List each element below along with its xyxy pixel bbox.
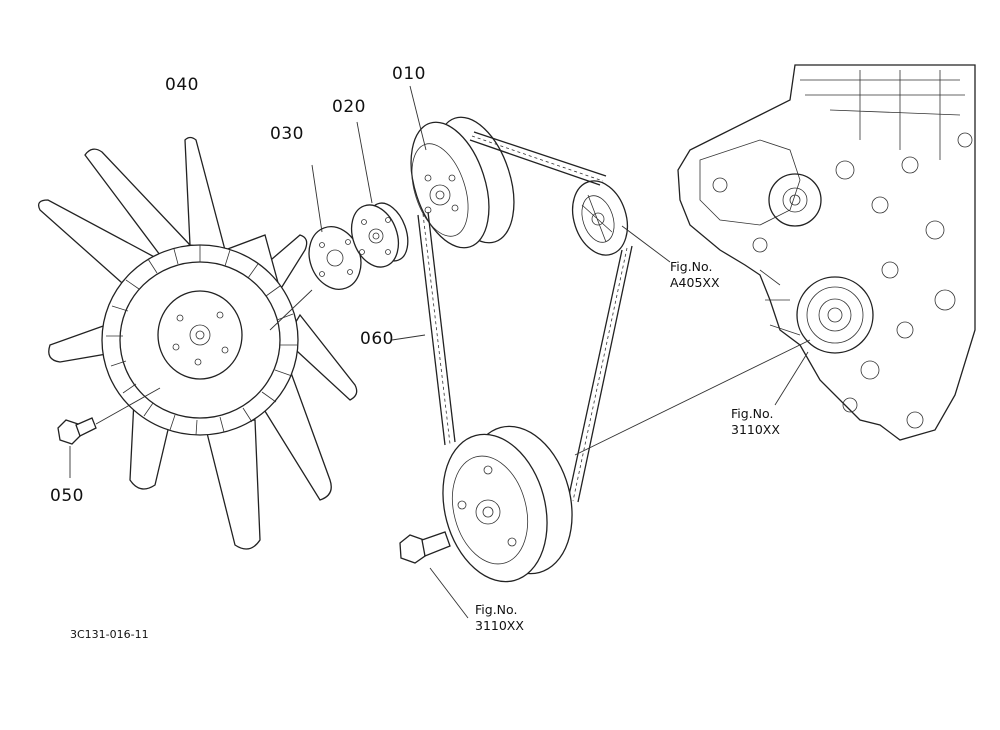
fig-ref-engine: Fig.No. 3110XX: [731, 406, 780, 438]
engine-block: [677, 64, 976, 441]
fan-pulley: [409, 85, 515, 249]
fig-ref-crank: Fig.No. 3110XX: [475, 602, 524, 634]
part-label-020: 020: [332, 97, 366, 117]
part-label-030: 030: [270, 124, 304, 144]
part-label-050: 050: [50, 486, 84, 506]
alternator-pulley: [571, 180, 671, 263]
crankshaft-pulley: [442, 339, 811, 583]
crank-bolt: [399, 531, 469, 619]
fig-ref-number: 3110XX: [731, 422, 780, 437]
spacer-plate: [269, 164, 362, 331]
cooling-fan: [37, 136, 358, 550]
v-belt: [391, 131, 633, 503]
fig-ref-label: Fig.No.: [731, 406, 774, 421]
fig-ref-alternator: Fig.No. A405XX: [670, 259, 720, 291]
part-label-010: 010: [392, 64, 426, 84]
fan-bolt: [57, 387, 161, 478]
fig-ref-number: 3110XX: [475, 618, 524, 633]
part-label-040: 040: [165, 75, 199, 95]
part-label-060: 060: [360, 329, 394, 349]
drawing-code: 3C131-016-11: [70, 628, 149, 641]
fig-ref-number: A405XX: [670, 275, 720, 290]
fig-ref-label: Fig.No.: [670, 259, 713, 274]
leader-engine-ref: [774, 351, 809, 406]
pulley-flange: [350, 121, 409, 268]
fig-ref-label: Fig.No.: [475, 602, 518, 617]
